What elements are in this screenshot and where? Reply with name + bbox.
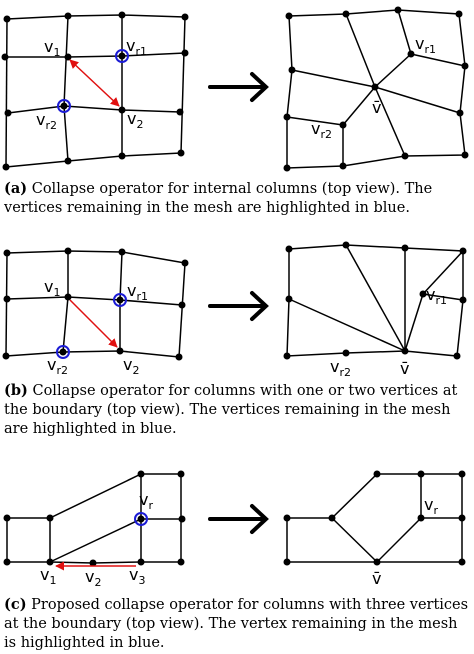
panel-c-after-label-vr: vr [424, 495, 438, 517]
panel-a-after-vertices [283, 6, 469, 172]
panel-c-before-vertices [3, 470, 186, 567]
panel-b-collapse-arrow [69, 299, 118, 348]
panel-b-vr2-highlight [56, 345, 70, 359]
panel-c-after-vertices [283, 470, 466, 566]
panel-b-after-label-vbar: v̄ [400, 359, 409, 378]
panel-a-transition-arrow [208, 72, 269, 102]
caption-c-text: Proposed collapse operator for columns w… [4, 597, 469, 651]
caption-b: (b) Collapse operator for columns with o… [4, 381, 472, 439]
panel-b-label-vr2: vr2 [47, 355, 68, 377]
panel-c-label-v1: v1 [40, 565, 56, 587]
panel-b-before-mesh [5, 250, 186, 358]
panel-c-label-v2: v2 [85, 567, 101, 589]
panel-c-after-mesh [286, 473, 463, 563]
panel-a-vr1-highlight [115, 49, 129, 63]
caption-c: (c) Proposed collapse operator for colum… [4, 595, 472, 653]
panel-c-before-mesh [6, 473, 182, 564]
panel-c-label-v3: v3 [129, 565, 145, 587]
panel-c-label-vr: vr [139, 490, 153, 512]
caption-a: (a) Collapse operator for internal colum… [4, 179, 472, 218]
panel-c-vr-highlight [134, 512, 148, 526]
caption-b-text: Collapse operator for columns with one o… [4, 383, 458, 437]
caption-a-tag: (a) [4, 180, 28, 197]
panel-b-after-label-vr2: vr2 [330, 357, 351, 379]
panel-b-after-label-vr1: vr1 [426, 285, 447, 307]
panel-c-after-label-vbar: v̄ [372, 569, 381, 588]
panel-b-label-v1: v1 [44, 277, 60, 299]
panel-b-label-v2: v2 [123, 355, 139, 377]
panel-a-after-label-vbar: v̄ [372, 98, 381, 117]
panel-b-label-vr1: vr1 [127, 281, 148, 303]
caption-b-tag: (b) [4, 382, 28, 399]
panel-a-before-vertices [1, 11, 189, 171]
panel-a-before-mesh [5, 14, 186, 168]
caption-c-tag: (c) [4, 596, 27, 613]
panel-a-label-vr1: vr1 [126, 36, 147, 58]
panel-a-after-label-vr2: vr2 [311, 119, 332, 141]
panel-b-vr1-highlight [113, 293, 127, 307]
panel-b-transition-arrow [208, 291, 269, 321]
caption-a-text: Collapse operator for internal columns (… [4, 181, 433, 216]
panel-a-label-v1: v1 [44, 37, 60, 59]
panel-a-collapse-arrow [69, 59, 120, 107]
panel-c-transition-arrow [208, 504, 269, 534]
panel-a-label-v2: v2 [127, 109, 143, 131]
panel-a-label-vr2: vr2 [36, 110, 57, 132]
panel-b-before-vertices [2, 247, 189, 361]
panel-b-after-vertices [283, 241, 467, 360]
panel-a-after-label-vr1: vr1 [415, 34, 436, 56]
